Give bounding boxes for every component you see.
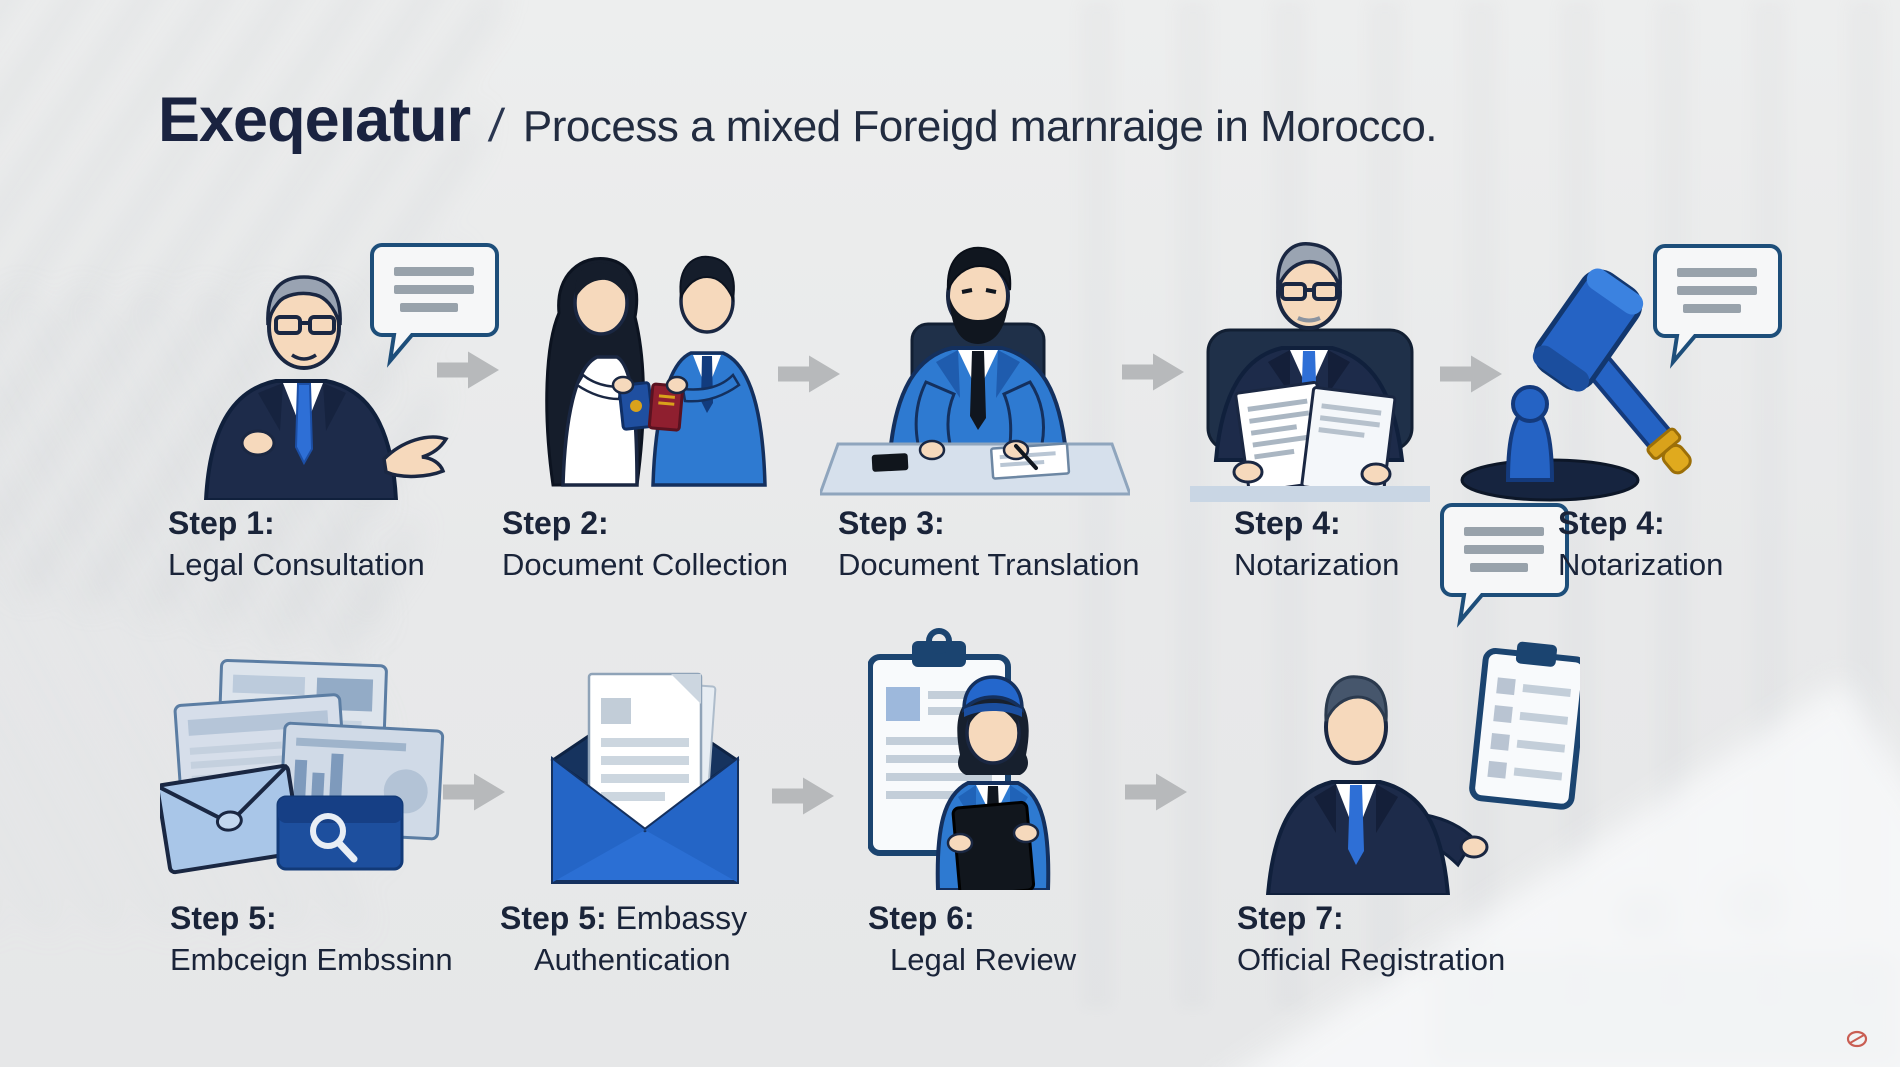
step-title: Official Registration (1237, 942, 1506, 977)
step-title: Notarization (1558, 547, 1724, 582)
speech-bubble-icon (1440, 503, 1569, 628)
page-header: Exeqeıatur / Process a mixed Foreigd mar… (158, 84, 1438, 156)
step-title: Embceign Embssinn (170, 942, 453, 977)
flow-arrow-icon (443, 773, 505, 811)
page-title: Exeqeıatur (158, 85, 471, 155)
step-title: Document Translation (838, 547, 1140, 582)
step-label: Step 2: Document Collection (502, 503, 788, 585)
speech-bubble-icon (1653, 244, 1782, 369)
step-number: Step 2: (502, 505, 609, 541)
phone-icon (871, 453, 909, 472)
step-title: Legal Review (890, 942, 1077, 977)
translator-desk-illustration (820, 246, 1130, 496)
gavel-illustration (1460, 244, 1782, 502)
envelope-icon (160, 763, 303, 875)
step-number: Step 5: (500, 900, 607, 936)
watermark-stamp-icon (1846, 1030, 1868, 1048)
page-subtitle: Process a mixed Foreigd marnraige in Mor… (522, 102, 1438, 151)
step-label: Step 5: Embceign Embssinn (170, 898, 453, 980)
title-separator: / (486, 99, 507, 151)
couple-passports-illustration (545, 255, 767, 487)
flow-arrow-icon (772, 777, 834, 815)
step-label: Step 1: Legal Consultation (168, 503, 425, 585)
magnifier-icon (310, 813, 358, 863)
step-title: Document Collection (502, 547, 789, 582)
step-number: Step 3: (838, 505, 945, 541)
step-title: Notarization (1234, 547, 1400, 582)
step-label: Step 5: Embassy Authentication (500, 898, 747, 980)
registrar-clipboard-illustration (1265, 503, 1580, 895)
step-number: Step 6: (868, 900, 975, 936)
embassy-envelope-illustration (550, 672, 740, 884)
checklist-clipboard-icon (1469, 641, 1580, 810)
step-title: Legal Consultation (168, 547, 425, 582)
notary-documents-illustration (1190, 242, 1430, 502)
step-number: Step 4: (1234, 505, 1341, 541)
consultant-illustration (203, 243, 499, 500)
step-number-rest: Embassy (606, 900, 748, 936)
step-number: Step 4: (1558, 505, 1665, 541)
officer-clipboard-illustration (868, 628, 1051, 890)
step-number: Step 1: (168, 505, 275, 541)
step-title: Authentication (534, 942, 731, 977)
step-label: Step 3: Document Translation (838, 503, 1140, 585)
step-label: Step 4: Notarization (1234, 503, 1399, 585)
step-number: Step 5: (170, 900, 277, 936)
documents-envelope-illustration (160, 658, 445, 875)
speech-bubble-icon (370, 243, 499, 368)
magnifier-card (276, 795, 404, 871)
step-number: Step 7: (1237, 900, 1344, 936)
step-label: Step 6: Legal Review (868, 898, 1076, 980)
step-label: Step 4: Notarization (1558, 503, 1723, 585)
step-label: Step 7: Official Registration (1237, 898, 1505, 980)
